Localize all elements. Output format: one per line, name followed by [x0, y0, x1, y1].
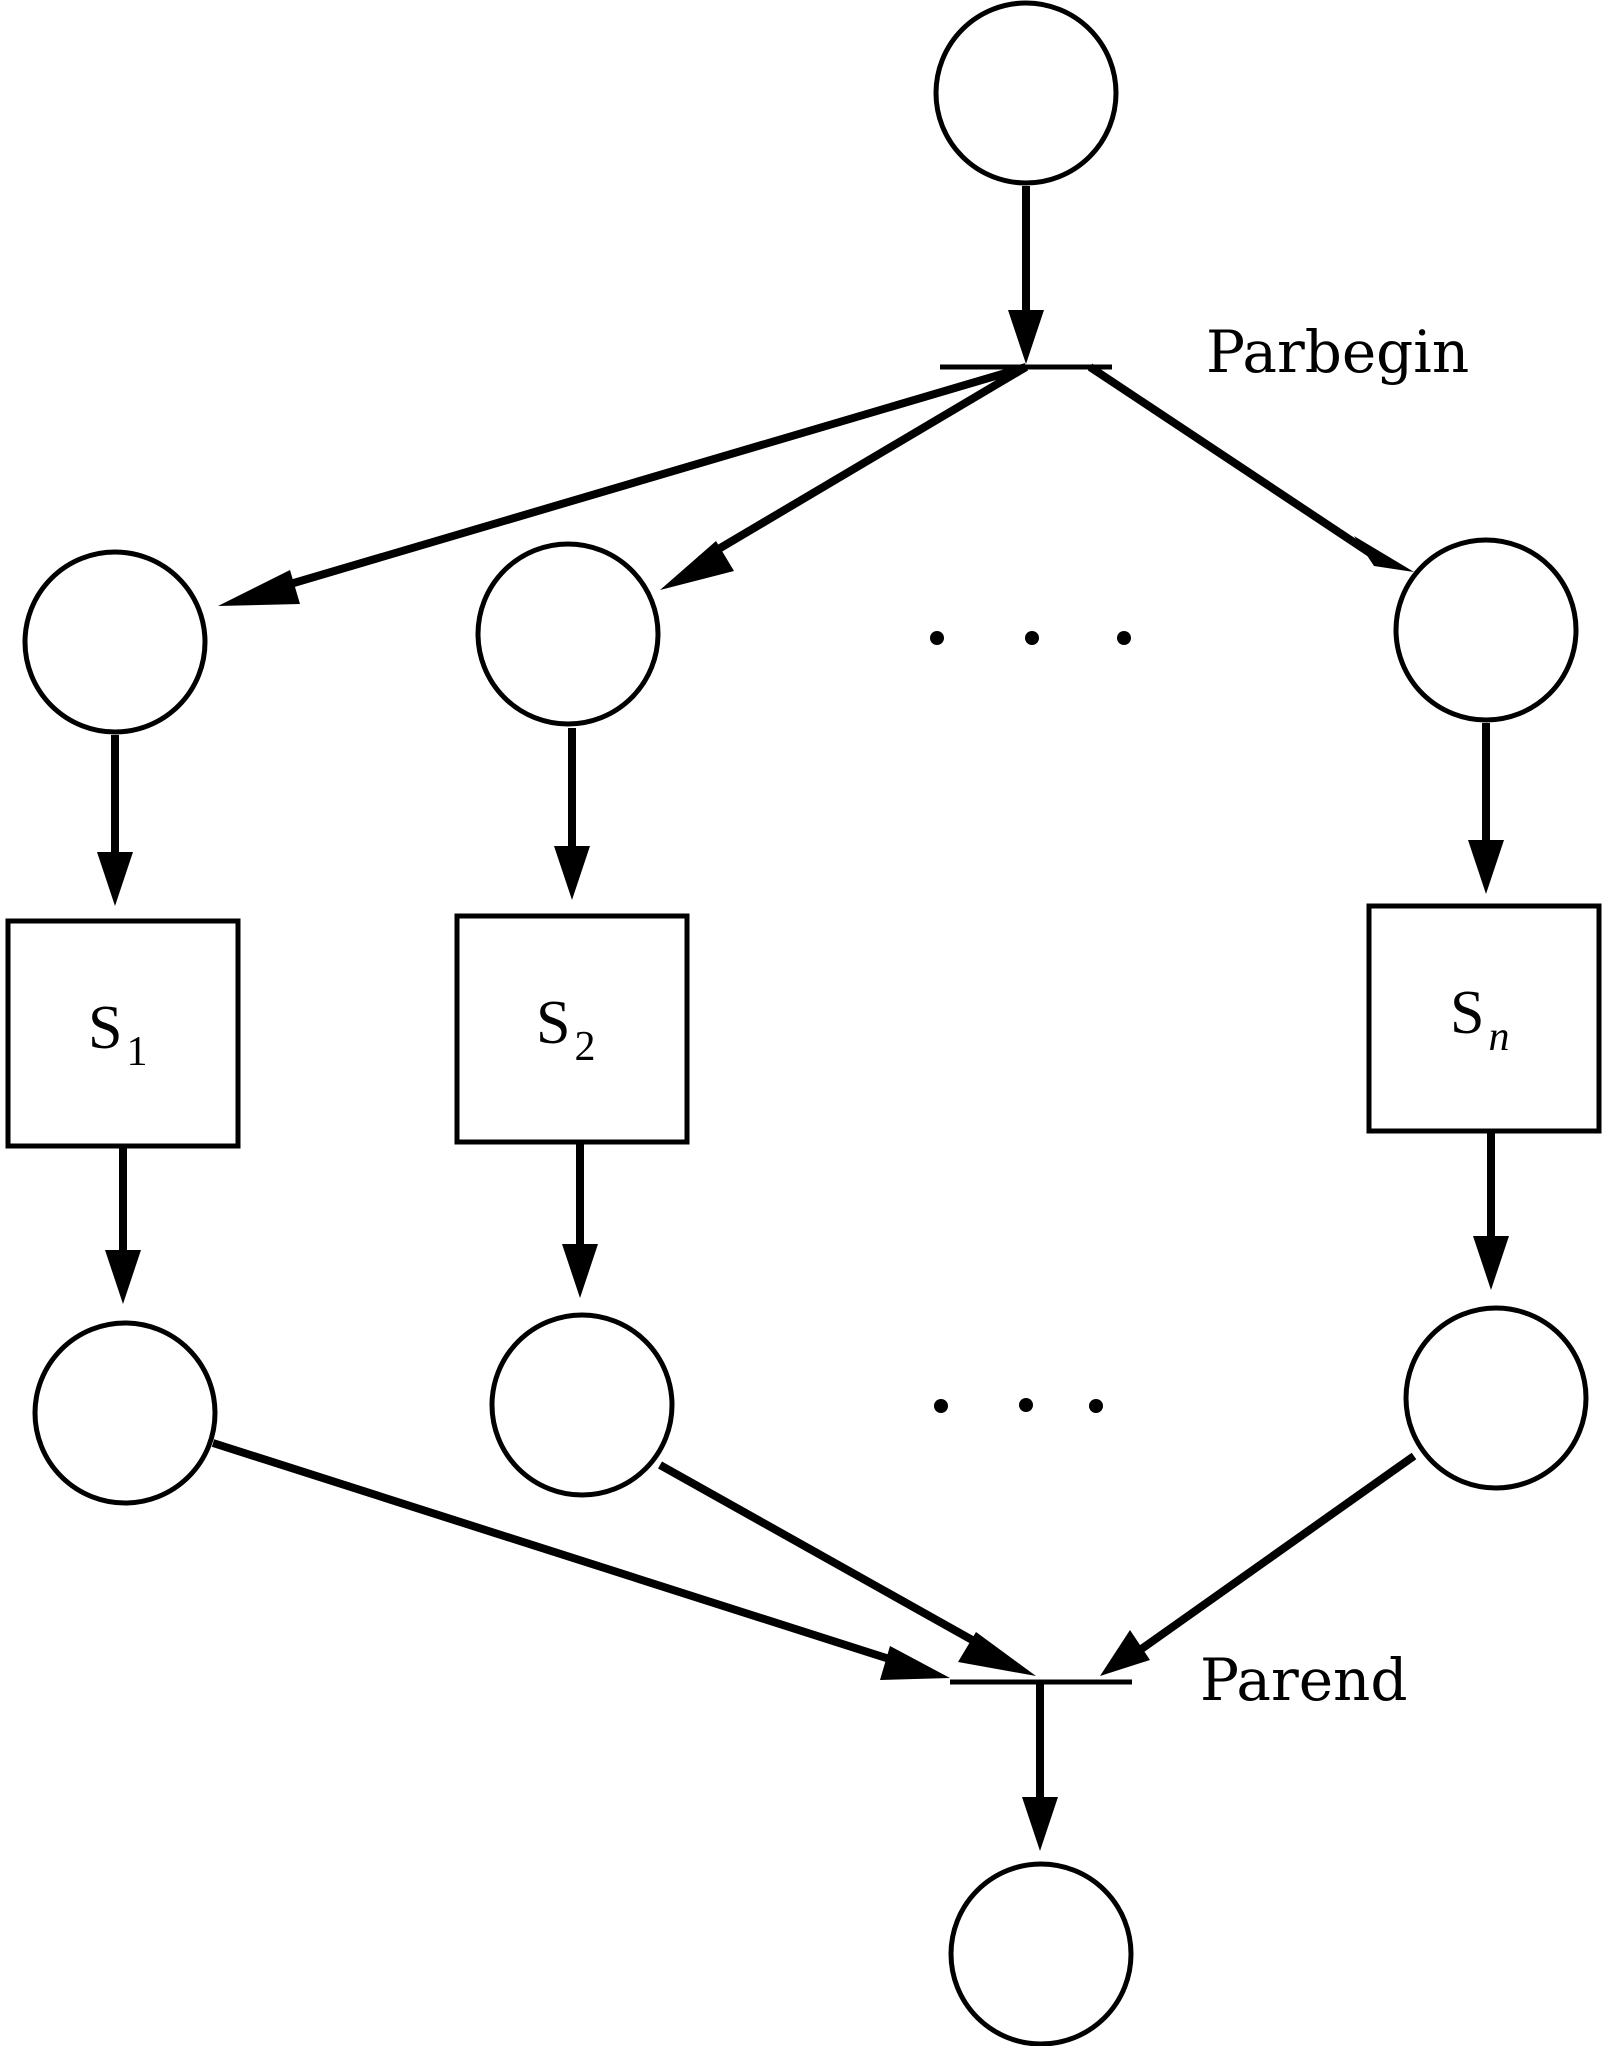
place-branch-2-top — [475, 541, 661, 727]
ellipsis-top-dot-2 — [1025, 631, 1039, 645]
statement-box-1 — [5, 918, 241, 1149]
arrowhead-branch-2-top-to-box — [554, 846, 590, 900]
ellipsis-bottom-dot-2 — [1019, 1398, 1033, 1412]
arcs — [97, 186, 1509, 1851]
statement-box-n — [1366, 903, 1602, 1134]
arc-branch-2-bottom-to-parend — [658, 1461, 992, 1654]
ellipsis-top — [930, 631, 1131, 645]
statement-label-2: S2 — [536, 989, 595, 1070]
arrowhead-box-n-to-branch-n-bottom — [1473, 1236, 1509, 1290]
ellipsis-bottom — [934, 1398, 1103, 1413]
ellipsis-bottom-dot-1 — [934, 1399, 948, 1413]
place-branch-1-top — [22, 549, 208, 735]
place-branch-n-bottom — [1403, 1305, 1589, 1491]
statement-label-1-base: S — [88, 994, 122, 1062]
arrowhead-start-to-parbegin — [1008, 310, 1044, 364]
arrowhead-branch-1-top-to-box — [97, 852, 133, 906]
arc-parbegin-to-branch-1 — [268, 363, 1028, 594]
arrowhead-branch-1-bottom-to-parend — [880, 1646, 950, 1680]
arrowhead-branch-n-top-to-box — [1468, 840, 1504, 894]
statement-label-1-sub: 1 — [126, 1029, 147, 1075]
arrowhead-parbegin-to-branch-2 — [660, 541, 734, 590]
parbegin-label: Parbegin — [1206, 318, 1469, 386]
arrowhead-branch-n-bottom-to-parend — [1100, 1630, 1150, 1676]
arc-parbegin-to-branch-n — [1087, 363, 1373, 557]
place-branch-n-top — [1393, 537, 1579, 723]
statement-box-2 — [454, 913, 690, 1145]
ellipsis-top-dot-1 — [930, 631, 944, 645]
place-start — [933, 0, 1119, 186]
place-branch-1-bottom — [32, 1320, 218, 1506]
statement-label-2-base: S — [536, 989, 570, 1057]
arc-branch-1-bottom-to-parend — [211, 1439, 907, 1668]
arrowhead-parbegin-to-branch-n — [1354, 536, 1414, 572]
statement-label-n-sub: n — [1488, 1014, 1509, 1060]
statement-label-1: S1 — [88, 994, 147, 1075]
arrowhead-parbegin-to-branch-1 — [218, 570, 300, 606]
arc-parbegin-to-branch-2 — [697, 363, 1029, 564]
arrowhead-parend-to-end — [1022, 1797, 1058, 1851]
arrowhead-box-1-to-branch-1-bottom — [105, 1250, 141, 1304]
parend-label: Parend — [1200, 1646, 1408, 1714]
arrowhead-box-2-to-branch-2-bottom — [562, 1244, 598, 1298]
statement-label-n: Sn — [1450, 979, 1509, 1060]
place-end — [948, 1861, 1134, 2046]
statement-label-2-sub: 2 — [574, 1024, 595, 1070]
ellipsis-bottom-dot-3 — [1089, 1399, 1103, 1413]
arrowhead-branch-2-bottom-to-parend — [958, 1632, 1036, 1676]
arc-branch-n-bottom-to-parend — [1137, 1452, 1417, 1654]
ellipsis-top-dot-3 — [1117, 631, 1131, 645]
statement-label-n-base: S — [1450, 979, 1484, 1047]
place-branch-2-bottom — [489, 1312, 675, 1498]
